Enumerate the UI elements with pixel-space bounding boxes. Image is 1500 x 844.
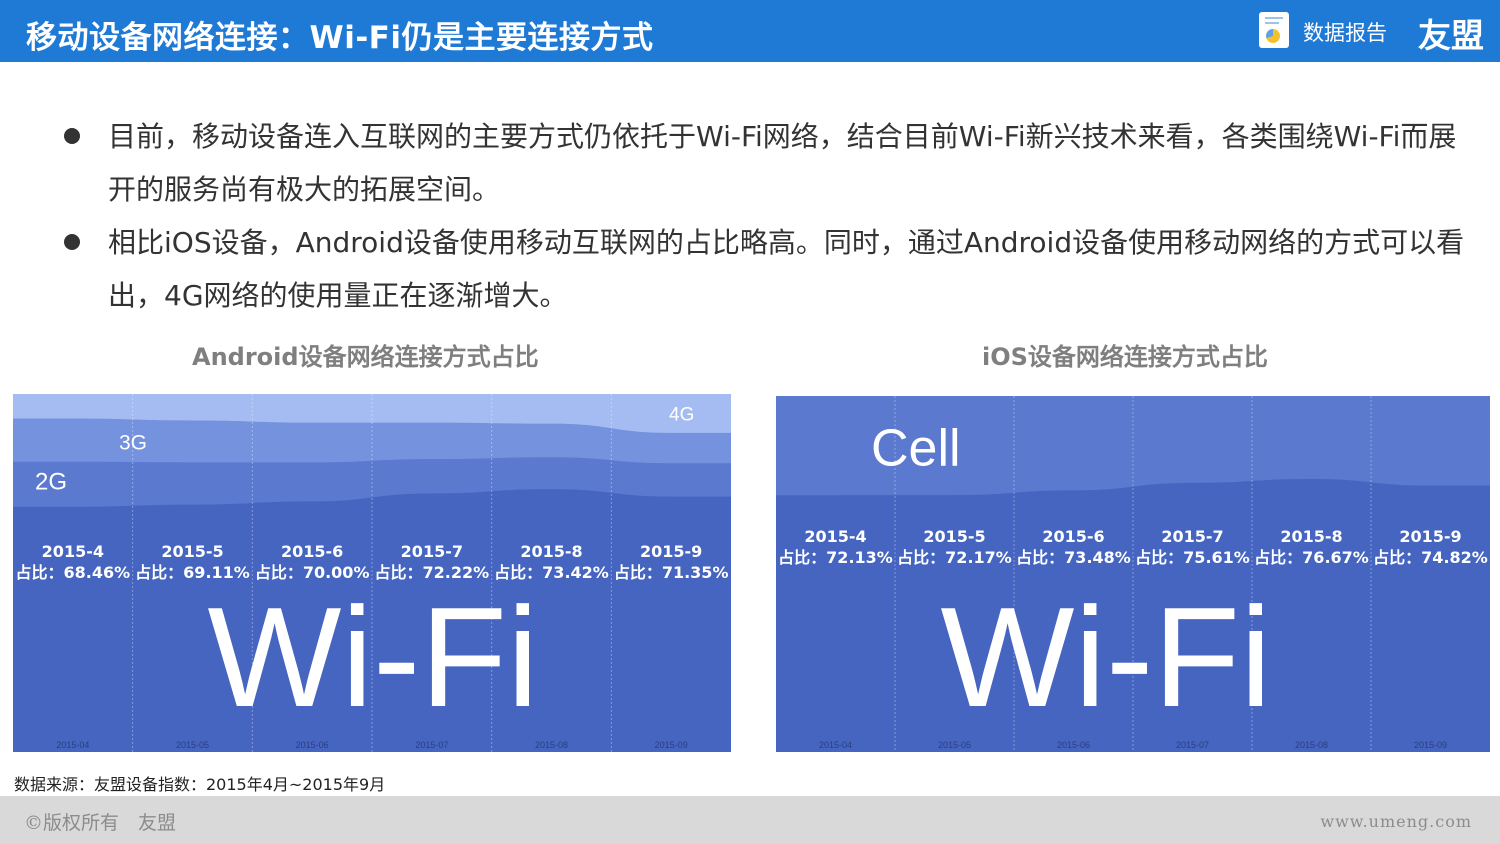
x-tick-label: 2015-05	[176, 740, 209, 750]
series-area-wi-fi	[776, 479, 1490, 752]
footer-bar: ©版权所有 友盟 www.umeng.com	[0, 796, 1500, 844]
series-label: Cell	[871, 420, 961, 478]
share-label: 占比：73.42%	[494, 563, 609, 582]
series-label: 3G	[119, 431, 147, 454]
bullet-dot-icon	[64, 128, 80, 144]
share-label: 占比：72.17%	[897, 548, 1012, 567]
period-label: 2015-5	[923, 527, 985, 546]
x-tick-label: 2015-08	[535, 740, 568, 750]
period-label: 2015-9	[1399, 527, 1461, 546]
period-label: 2015-6	[281, 542, 343, 561]
bullet-text: 目前，移动设备连入互联网的主要方式仍依托于Wi-Fi网络，结合目前Wi-Fi新兴…	[108, 120, 1457, 206]
share-label: 占比：76.67%	[1254, 548, 1369, 567]
bullet-text: 相比iOS设备，Android设备使用移动互联网的占比略高。同时，通过Andro…	[108, 226, 1465, 312]
bullet-dot-icon	[64, 234, 80, 250]
x-tick-label: 2015-05	[938, 740, 971, 750]
bullet-list: 目前，移动设备连入互联网的主要方式仍依托于Wi-Fi网络，结合目前Wi-Fi新兴…	[60, 110, 1480, 322]
series-label: 4G	[669, 404, 694, 425]
period-label: 2015-5	[161, 542, 223, 561]
copyright-text: ©版权所有 友盟	[24, 812, 177, 834]
data-source-note: 数据来源：友盟设备指数：2015年4月~2015年9月	[14, 775, 386, 794]
bullet-item: 相比iOS设备，Android设备使用移动互联网的占比略高。同时，通过Andro…	[60, 216, 1480, 322]
period-label: 2015-6	[1042, 527, 1104, 546]
x-tick-label: 2015-04	[56, 740, 89, 750]
x-tick-label: 2015-06	[296, 740, 329, 750]
share-label: 占比：72.13%	[778, 548, 893, 567]
header-bar: 移动设备网络连接：Wi-Fi仍是主要连接方式 数据报告 友盟	[0, 0, 1500, 62]
share-label: 占比：74.82%	[1373, 548, 1488, 567]
bullet-item: 目前，移动设备连入互联网的主要方式仍依托于Wi-Fi网络，结合目前Wi-Fi新兴…	[60, 110, 1480, 216]
share-label: 占比：72.22%	[375, 563, 490, 582]
x-tick-label: 2015-06	[1057, 740, 1090, 750]
ios-chart: Cell 2015-4 占比：72.13% 2015-5 占比：72.17% 2015-6…	[776, 396, 1490, 752]
android-chart-title: Android设备网络连接方式占比	[192, 343, 539, 371]
series-area-wi-fi	[13, 489, 731, 752]
share-label: 占比：68.46%	[16, 563, 131, 582]
share-label: 占比：70.00%	[255, 563, 370, 582]
period-label: 2015-4	[42, 542, 104, 561]
share-label: 占比：69.11%	[135, 563, 250, 582]
share-label: 占比：75.61%	[1135, 548, 1250, 567]
period-label: 2015-4	[804, 527, 866, 546]
android-chart: 2G 3G 4G 2015-4 占比：68.46% 2015-5 占比：69.11% 2015…	[13, 394, 731, 752]
page-title: 移动设备网络连接：Wi-Fi仍是主要连接方式	[26, 20, 654, 56]
x-tick-label: 2015-09	[655, 740, 688, 750]
x-tick-label: 2015-09	[1414, 740, 1447, 750]
report-chart-icon	[1259, 12, 1289, 48]
x-tick-label: 2015-07	[1176, 740, 1209, 750]
x-tick-label: 2015-04	[819, 740, 852, 750]
series-label: 2G	[35, 468, 67, 495]
period-label: 2015-8	[1280, 527, 1342, 546]
period-label: 2015-7	[401, 542, 463, 561]
brand-logo: 友盟	[1418, 16, 1484, 55]
series-label-wifi: Wi-Fi	[207, 578, 538, 737]
ios-chart-title: iOS设备网络连接方式占比	[982, 343, 1268, 371]
share-label: 占比：73.48%	[1016, 548, 1131, 567]
report-label: 数据报告	[1303, 21, 1387, 45]
period-label: 2015-8	[520, 542, 582, 561]
x-tick-label: 2015-07	[415, 740, 448, 750]
website-link[interactable]: www.umeng.com	[1320, 812, 1472, 831]
android-area-chart: 2G 3G 4G 2015-4 占比：68.46% 2015-5 占比：69.11% 2015…	[13, 394, 731, 752]
period-label: 2015-7	[1161, 527, 1223, 546]
x-tick-label: 2015-08	[1295, 740, 1328, 750]
ios-area-chart: Cell 2015-4 占比：72.13% 2015-5 占比：72.17% 2015-6…	[776, 396, 1490, 752]
share-label: 占比：71.35%	[614, 563, 729, 582]
period-label: 2015-9	[640, 542, 702, 561]
series-label-wifi: Wi-Fi	[940, 578, 1271, 737]
